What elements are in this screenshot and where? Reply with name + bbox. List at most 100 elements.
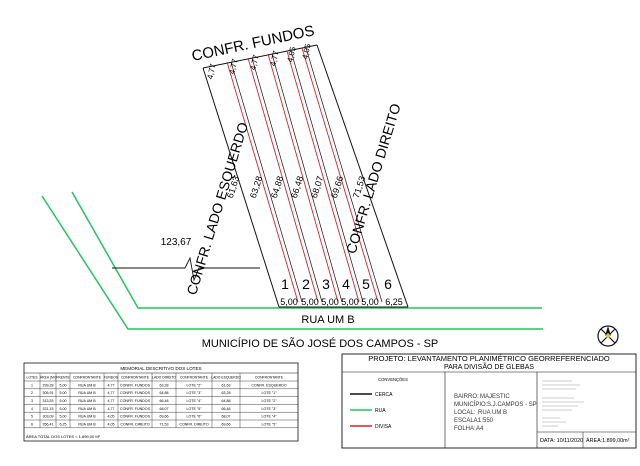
- lot-divisions: [226, 47, 383, 303]
- front-width-5: 5,00: [361, 297, 379, 307]
- memorial-cell: RUA UM B: [78, 407, 96, 411]
- memorial-cell: 5,00: [60, 407, 67, 411]
- memorial-cell: CONFR. DIREITO: [179, 422, 208, 426]
- memorial-header-cell: CONFRONTANTE: [255, 376, 284, 380]
- division-1: [226, 61, 303, 303]
- memorial-header-cell: FUNDOS: [104, 376, 119, 380]
- memorial-header-cell: FRENTE: [56, 376, 70, 380]
- front-width-4: 5,00: [341, 297, 359, 307]
- confr-esquerdo-label: CONFR. LADO ESQUERDO: [183, 120, 251, 297]
- memorial-cell: 69,66: [160, 415, 169, 419]
- memorial-cell: CONFR. FUNDOS: [120, 415, 151, 419]
- memorial-header-cell: ÁREA (M²): [40, 376, 56, 380]
- legend-label-divisa: DIVISA: [375, 424, 392, 430]
- field-folha-label: FOLHA:: [454, 426, 476, 432]
- road-edge-lower: [41, 195, 543, 330]
- legend-label-rua: RUA: [375, 408, 386, 414]
- memorial-cell: LOTE "2": [262, 399, 278, 403]
- memorial-cell: 1: [31, 383, 33, 387]
- memorial-cell: CONFR. DIREITO: [120, 422, 149, 426]
- memorial-cell: 2: [31, 391, 33, 395]
- memorial-cell: 63,28: [222, 391, 231, 395]
- side-length-3: 64,88: [269, 175, 285, 200]
- memorial-cell: RUA UM B: [78, 422, 96, 426]
- memorial-cell: 68,07: [160, 407, 169, 411]
- memorial-cell: 4,05: [108, 415, 115, 419]
- memorial-cell: LOTE "5": [187, 407, 203, 411]
- memorial-cell: LOTE "2": [187, 383, 203, 387]
- top-width-3: 4,77: [249, 53, 261, 71]
- memorial-cell: 66,48: [222, 407, 231, 411]
- side-length-6: 69,66: [329, 175, 345, 200]
- memorial-cell: 356,41: [43, 422, 54, 426]
- memorial-cell: 63,28: [160, 383, 169, 387]
- memorial-cell: 5,00: [60, 415, 67, 419]
- memorial-cell: 71,53: [160, 422, 169, 426]
- memorial-cell: 4: [31, 407, 33, 411]
- memorial-cell: LOTE "3": [262, 407, 278, 411]
- memorial-cell: RUA UM B: [78, 391, 96, 395]
- field-folha-value: A4: [476, 426, 484, 432]
- memorial-cell: LOTE "4": [262, 415, 278, 419]
- memorial-cell: 4,77: [108, 407, 115, 411]
- legend-label-cerca: CERCA: [375, 392, 393, 398]
- field-bairro-label: BAIRRO:: [454, 394, 479, 400]
- memorial-cell: LOTE "6": [187, 415, 203, 419]
- lot-number-4: 4: [342, 276, 350, 292]
- memorial-cell: 6,25: [60, 422, 67, 426]
- memorial-cell: LOTE "4": [187, 399, 203, 403]
- road-lines: [41, 191, 543, 330]
- memorial-cell: LOTE "5": [262, 422, 278, 426]
- memorial-cell: 4,77: [108, 383, 115, 387]
- memorial-cell: RUA UM B: [78, 383, 96, 387]
- division-4: [286, 50, 364, 303]
- memorial-cell: RUA UM B: [78, 399, 96, 403]
- front-width-6: 6,25: [385, 297, 403, 307]
- front-width-1: 5,00: [280, 297, 298, 307]
- side-length-4: 66,48: [289, 175, 305, 200]
- memorial-cell: 5,00: [60, 399, 67, 403]
- memorial-cell: 61,63: [222, 383, 231, 387]
- memorial-cell: 313,53: [43, 399, 54, 403]
- lot-number-1: 1: [281, 276, 289, 292]
- memorial-total: ÁREA TOTAL DOS LOTES = 1.899,00 M²: [26, 434, 101, 439]
- municipality-label: MUNICÍPIO DE SÃO JOSÉ DOS CAMPOS - SP: [202, 337, 439, 350]
- road-label: RUA UM B: [301, 314, 354, 326]
- road-edge-upper: [71, 191, 542, 309]
- lot-number-3: 3: [322, 276, 330, 292]
- memorial-cell: 69,66: [222, 422, 231, 426]
- memorial-cell: 4,05: [108, 422, 115, 426]
- lot-number-5: 5: [362, 276, 370, 292]
- top-width-labels: 4,77 4,77 4,77 4,77 4,05 4,05: [206, 42, 313, 80]
- north-arrow-icon: [597, 325, 619, 347]
- top-width-4: 4,77: [269, 49, 281, 67]
- memorial-cell: 66,48: [160, 399, 169, 403]
- memorial-cell: CONFR. ESQUERDO: [251, 383, 287, 387]
- memorial-header-cell: CONFRONTANTE: [180, 376, 209, 380]
- division-5: [301, 47, 383, 303]
- project-fields: BAIRRO: MAJESTIC MUNICÍPIO: S.J.CAMPOS -…: [454, 394, 537, 432]
- memorial-cell: 5,00: [60, 391, 67, 395]
- memorial-title: MEMORIAL DESCRITIVO DOS LOTES: [120, 366, 201, 371]
- top-width-6: 4,05: [301, 42, 313, 60]
- side-length-5: 68,07: [309, 175, 325, 200]
- dim-left-label: 123,67: [161, 237, 192, 248]
- lot-number-labels: 1 2 3 4 5 6: [281, 276, 392, 292]
- memorial-cell: 64,88: [160, 391, 169, 395]
- memorial-header-cell: LOTES: [26, 376, 38, 380]
- title-block: PROJETO: LEVANTAMENTO PLANIMÉTRICO GEORR…: [341, 353, 637, 449]
- memorial-cell: 5,00: [60, 383, 67, 387]
- memorial-cell: 5: [31, 415, 33, 419]
- memorial-cell: CONFR. FUNDOS: [120, 391, 151, 395]
- memorial-cell: 321,15: [43, 407, 54, 411]
- memorial-cell: 64,88: [222, 399, 231, 403]
- memorial-cell: 4,77: [108, 399, 115, 403]
- memorial-cell: 3: [31, 399, 33, 403]
- conventions-title: CONVENÇÕES: [378, 377, 408, 382]
